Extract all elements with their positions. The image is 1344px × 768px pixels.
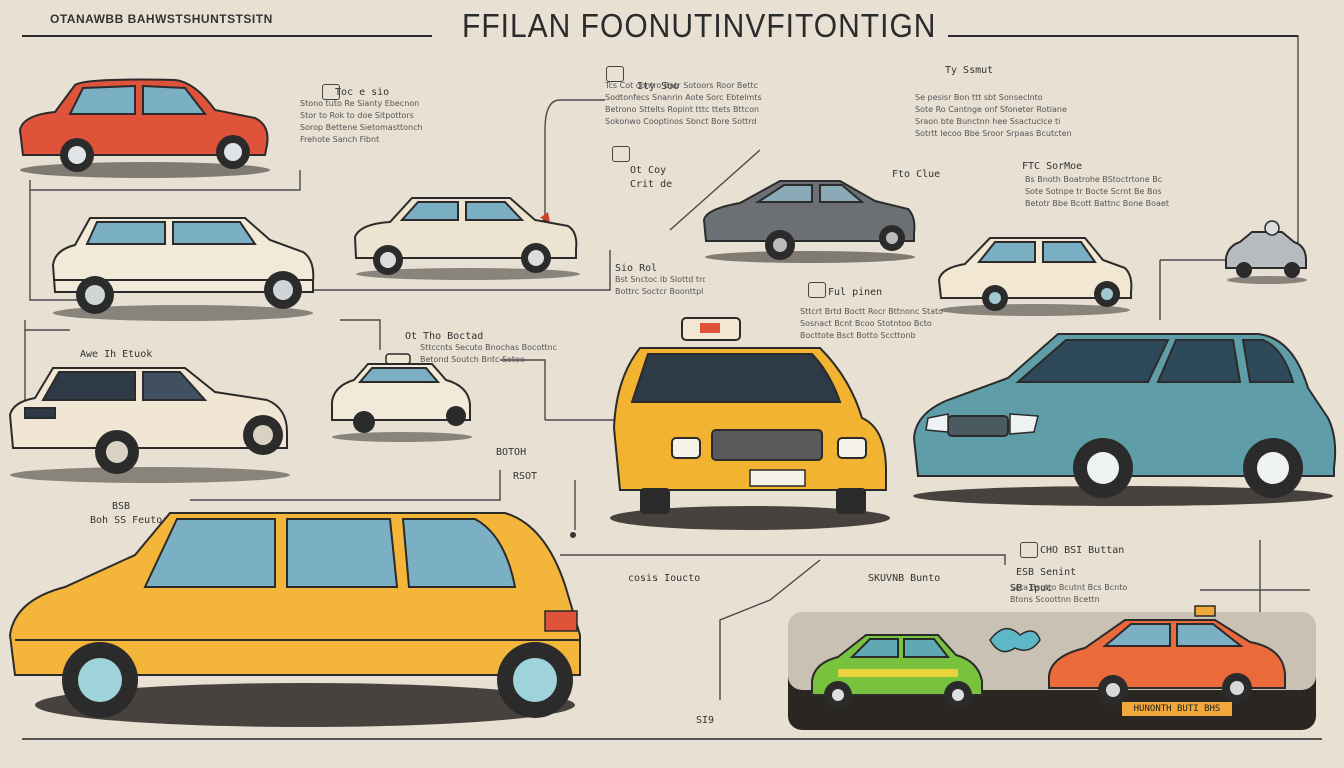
- note-icon: [808, 282, 826, 298]
- header-rule-right: [948, 35, 1298, 37]
- label-16: SKUVNB Bunto: [868, 573, 941, 584]
- label-21: SB Ipuc: [1010, 583, 1053, 594]
- note-icon: [322, 84, 340, 100]
- label-11: BOTOH: [496, 447, 527, 458]
- label-20: Ity Soo: [637, 81, 680, 92]
- car-grey-coupe: [702, 180, 916, 263]
- car-orange-coupe: [1048, 605, 1286, 705]
- note-icon: [612, 146, 630, 162]
- label-8: Ful pinen: [828, 287, 883, 298]
- label-7: FTC SorMoe: [1022, 161, 1083, 172]
- car-white-wagon: [51, 217, 315, 321]
- label-9: Awe Ih Etuok: [80, 349, 153, 360]
- footer-rule: [22, 738, 1322, 740]
- note-icon: [606, 66, 624, 82]
- label-3: Fto Clue: [892, 169, 941, 180]
- car-yellow-taxi-front: [610, 317, 890, 530]
- label-5: Sio Rol: [615, 263, 658, 274]
- label-13: BSB: [112, 501, 131, 512]
- label-19: ESB Senint: [1016, 567, 1077, 578]
- label-10: Ot Tho Boctad: [405, 331, 484, 342]
- car-red-hatchback: [18, 78, 270, 178]
- label-15: cosis Ioucto: [628, 573, 701, 584]
- label-18: SI9: [696, 715, 715, 726]
- label-4: Crit de: [630, 179, 673, 190]
- label-12: RSOT: [513, 471, 538, 482]
- label-6: Ty Ssmut: [945, 65, 994, 76]
- car-white-hatch-small: [937, 237, 1133, 316]
- paragraph-5: Bst Snctoc Ib Slottd trok BtrtooBottrc S…: [615, 275, 705, 296]
- car-yellow-hatchback-large: [8, 512, 581, 727]
- sparkle-icon: [989, 627, 1041, 653]
- label-17: CHO BSI Buttan: [1040, 545, 1125, 556]
- car-white-suv-left: [8, 367, 290, 483]
- header-rule-left: [22, 35, 432, 37]
- note-icon: [1020, 542, 1038, 558]
- label-1: Toc e sio: [335, 87, 390, 98]
- license-plate: HUNONTH BUTI BHS: [1122, 702, 1232, 716]
- car-green-toy: [811, 634, 983, 709]
- car-grey-mini: [1225, 220, 1307, 284]
- car-teal-hatchback: [912, 333, 1337, 506]
- page-title: FFILAN FOONUTINVFITONTIGN: [462, 8, 937, 45]
- car-white-mini-center: [331, 353, 472, 442]
- header-subtitle: OTANAWBB BAHWSTSHUNTSTSITN: [50, 12, 273, 26]
- label-2: Ot Coy: [630, 165, 667, 176]
- label-14: Boh SS Feutor: [90, 515, 169, 526]
- car-cream-sedan: [353, 197, 580, 280]
